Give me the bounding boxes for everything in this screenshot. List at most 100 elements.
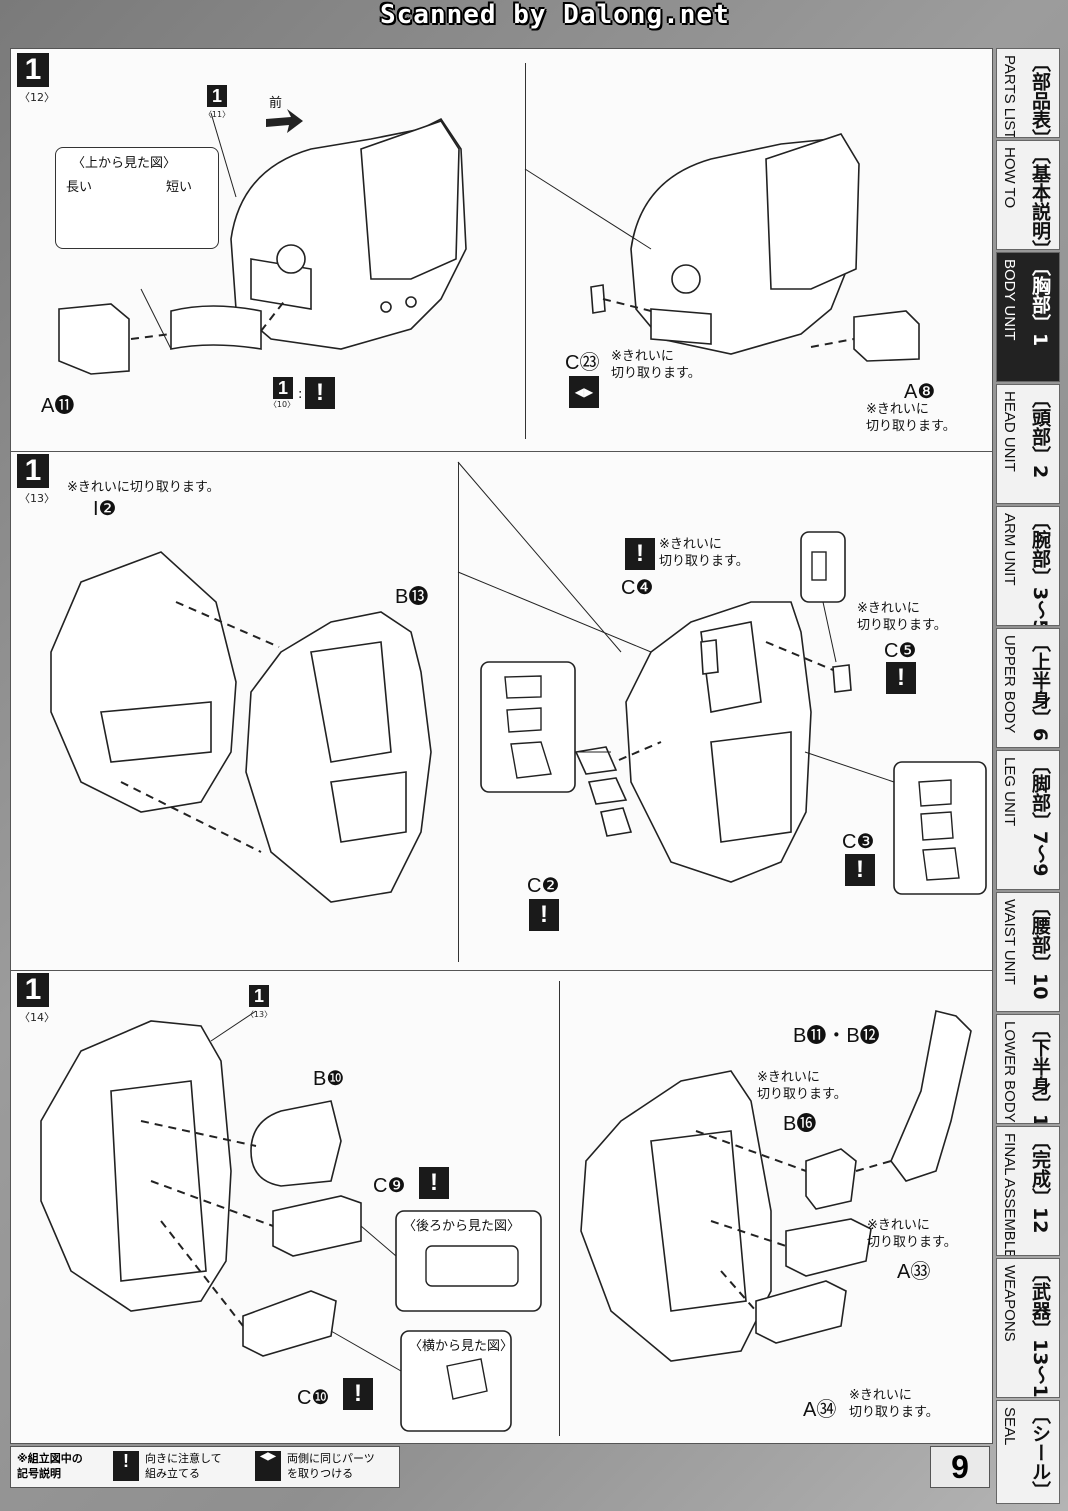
note-c4: ※きれいに 切り取ります。 [659,537,749,569]
ref-step-label: 〈13〉 [245,1010,273,1019]
page-number: 9 [930,1446,990,1488]
tab-jp-label: 〔脚部〕7〜9 [1029,755,1051,877]
symbol-legend: ※組立図中の 記号説明 ! 向きに注意して 組み立てる ◀▶ 両側に同じパーツ … [10,1446,400,1488]
part-b10: B❿ [313,1068,345,1090]
step-number: 1 [17,973,49,1007]
part-a11: A⓫ [41,395,75,417]
tab-body-unit[interactable]: 〔胸部〕1 BODY UNIT [996,252,1060,382]
tab-upper-body[interactable]: 〔上半身〕6 UPPER BODY [996,628,1060,748]
panel-divider [458,462,459,962]
part-a8: A❽ [904,381,936,403]
step-ref: 〈14〉 [19,1011,55,1024]
front-label: 前 [269,96,283,111]
part-c3: C❸ [842,831,875,853]
scan-banner: Scanned by Dalong.net [380,0,730,30]
orientation-warning-icon: ! [113,1451,139,1481]
tab-final-assemble[interactable]: 〔完成〕12 FINAL ASSEMBLE [996,1126,1060,1256]
tab-jp-label: 〔上半身〕6 [1029,633,1051,742]
tab-en-label: LOWER BODY [1001,1021,1018,1123]
side-view-title: 〈横から見た図〉 [409,1339,514,1354]
assembly-drawing-step-13 [50,461,987,903]
tab-en-label: BODY UNIT [1001,259,1018,341]
tab-parts-list[interactable]: 〔部品表〕 PARTS LIST [996,48,1060,138]
step-12-panel: 1 〈12〉 [10,48,993,452]
tab-jp-label: 〔基本説明〕 [1029,145,1051,250]
tab-jp-label: 〔腰部〕10 [1029,897,1051,1000]
tab-seal[interactable]: 〔シール〕 SEAL [996,1400,1060,1504]
panel-divider [525,63,526,439]
part-b16: B⓰ [783,1113,817,1135]
tab-en-label: UPPER BODY [1001,635,1018,734]
tab-weapons[interactable]: 〔武器〕13〜15 WEAPONS [996,1258,1060,1398]
part-c9: C❾ [373,1175,406,1197]
ref-step-label: 〈11〉 [203,110,231,119]
ref-step-box-2: 1 [273,377,293,399]
step-number: 1 [17,454,49,488]
note-a33: ※きれいに 切り取ります。 [867,1218,957,1250]
tab-en-label: PARTS LIST [1001,55,1018,138]
tab-en-label: WEAPONS [1001,1265,1018,1342]
legend-dual-text: 両側に同じパーツ を取りつける [287,1452,375,1480]
part-b13: B⓭ [395,586,429,608]
ref-step-box: 1 [249,985,269,1007]
ref-step-box: 1 [207,85,227,107]
tab-jp-label: 〔シール〕 [1029,1405,1051,1500]
tab-jp-label: 〔部品表〕 [1029,53,1051,138]
assembly-drawing-step-14 [40,1010,972,1432]
tab-en-label: HOW TO [1001,147,1018,209]
tab-leg-unit[interactable]: 〔脚部〕7〜9 LEG UNIT [996,750,1060,890]
step-14-panel: 1 〈14〉 [10,970,993,1444]
orientation-warning-icon: ! [343,1378,373,1410]
dual-side-icon: ◀▶ [569,376,599,408]
tab-en-label: HEAD UNIT [1001,391,1018,472]
step-13-panel: 1 〈13〉 [10,451,993,971]
step-ref: 〈12〉 [19,91,55,104]
tab-en-label: FINAL ASSEMBLE [1001,1133,1018,1256]
tab-en-label: SEAL [1001,1407,1018,1446]
back-view-title: 〈後ろから見た図〉 [403,1219,521,1234]
step-ref: 〈13〉 [19,492,55,505]
part-c23: C㉓ [565,352,600,374]
top-view-title: 〈上から見た図〉 [72,156,177,171]
tab-lower-body[interactable]: 〔下半身〕11 LOWER BODY [996,1014,1060,1124]
colon: : [298,387,303,402]
part-a33: A㉝ [897,1261,931,1283]
section-tabs: 〔部品表〕 PARTS LIST 〔基本説明〕 HOW TO 〔胸部〕1 BODY UNI… [996,48,1060,1504]
part-c2: C❷ [527,875,560,897]
orientation-warning-icon: ! [625,538,655,570]
tab-how-to[interactable]: 〔基本説明〕 HOW TO [996,140,1060,250]
part-c10: C❿ [297,1387,330,1409]
note-top: ※きれいに切り取ります。 [67,480,220,495]
orientation-warning-icon: ! [305,377,335,409]
note-c5: ※きれいに 切り取ります。 [857,601,947,633]
short-label: 短い [166,180,193,195]
orientation-warning-icon: ! [886,662,916,694]
note-a34: ※きれいに 切り取ります。 [849,1388,939,1420]
orientation-warning-icon: ! [419,1167,449,1199]
tab-head-unit[interactable]: 〔頭部〕2 HEAD UNIT [996,384,1060,504]
orientation-warning-icon: ! [529,899,559,931]
note-a8: ※きれいに 切り取ります。 [866,402,956,434]
legend-warn-text: 向きに注意して 組み立てる [145,1452,222,1480]
panel-divider [559,981,560,1436]
front-arrow [266,109,303,133]
tab-jp-label: 〔下半身〕11 [1029,1019,1051,1124]
tab-jp-label: 〔頭部〕2 [1029,389,1051,479]
part-c4: C❹ [621,577,654,599]
tab-jp-label: 〔完成〕12 [1029,1131,1051,1234]
legend-title: ※組立図中の 記号説明 [17,1452,83,1480]
tab-en-label: ARM UNIT [1001,513,1018,586]
tab-jp-label: 〔胸部〕1 [1029,257,1051,347]
ref-step-label-2: 〈10〉 [268,400,296,409]
note-b16: ※きれいに 切り取ります。 [757,1070,847,1102]
assembly-drawing-step-12 [58,109,920,375]
long-label: 長い [66,180,93,195]
tab-jp-label: 〔武器〕13〜15 [1029,1263,1051,1398]
top-view-bubble: 〈上から見た図〉 長い 短い [55,147,219,249]
part-c5: C❺ [884,640,917,662]
orientation-warning-icon: ! [845,854,875,886]
tab-en-label: LEG UNIT [1001,757,1018,827]
